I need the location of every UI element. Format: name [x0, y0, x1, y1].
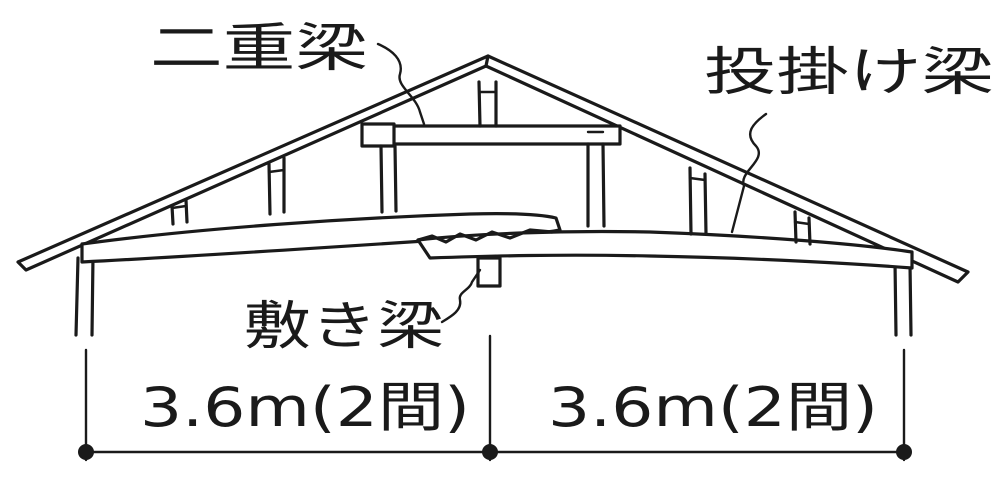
right-wall-post	[893, 260, 913, 337]
king-post	[477, 80, 498, 128]
left-struts	[170, 156, 286, 226]
leader-cantilever-beam	[730, 112, 768, 234]
floor-beam-stub	[476, 256, 502, 288]
beam-joint	[416, 228, 554, 244]
dimension-line	[78, 334, 912, 462]
left-tie-beam	[80, 212, 562, 264]
right-struts	[688, 166, 812, 246]
leader-double-beam	[376, 42, 426, 126]
double-beam	[360, 122, 622, 148]
label-double-beam: 二重梁	[150, 19, 368, 79]
double-beam-posts	[379, 130, 606, 228]
label-cantilever-beam: 投掛け梁	[704, 43, 994, 103]
label-floor-beam: 敷き梁	[244, 297, 444, 357]
roof-rafters	[16, 54, 970, 284]
cantilever-beam-shape	[416, 229, 914, 270]
dimension-left-span: 3.6m(2間)	[140, 376, 470, 439]
left-wall-post	[74, 254, 95, 337]
leader-floor-beam	[440, 268, 482, 324]
dimension-right-span: 3.6m(2間)	[548, 376, 878, 439]
